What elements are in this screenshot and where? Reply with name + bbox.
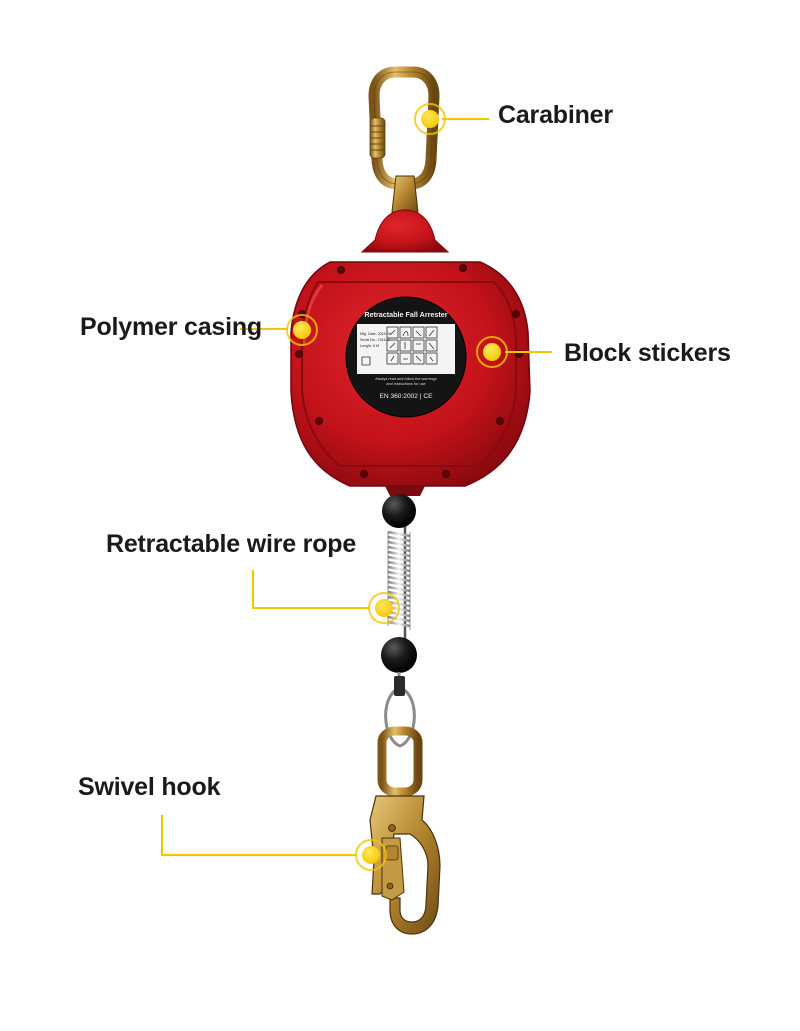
marker-dot (483, 343, 501, 361)
marker-dot (362, 846, 380, 864)
sticker-standard: EN 360:2002 | CE (379, 393, 433, 400)
marker-dot (375, 599, 393, 617)
sticker-note-1: Always read and follow the warnings (375, 377, 437, 381)
block-sticker: Retractable Fall Arrester Mfg. Date: 201… (345, 296, 467, 418)
marker-ring (286, 314, 318, 346)
stopper-ball-lower (381, 637, 417, 673)
label-carabiner: Carabiner (498, 101, 613, 129)
callout-polymer-casing (240, 314, 318, 346)
sticker-title: Retractable Fall Arrester (364, 310, 447, 319)
retractable-wire-rope (381, 494, 417, 748)
callout-block-stickers (476, 336, 552, 368)
marker-dot (421, 110, 439, 128)
marker-dot (293, 321, 311, 339)
sticker-note-2: and instructions for use (386, 382, 425, 386)
marker-ring (414, 103, 446, 135)
sticker-info-1: Mfg. Date: 2019.03 (360, 332, 391, 336)
label-swivel-hook: Swivel hook (78, 773, 221, 801)
stopper-ball-upper (382, 494, 416, 528)
callout-carabiner (414, 103, 489, 135)
label-polymer-casing: Polymer casing (80, 313, 263, 341)
callout-swivel-hook (161, 815, 387, 871)
label-retractable-wire-rope: Retractable wire rope (106, 530, 357, 558)
marker-ring (476, 336, 508, 368)
marker-ring (368, 592, 400, 624)
sticker-info-2: Serial No.: 191108 (360, 338, 390, 342)
label-block-stickers: Block stickers (564, 339, 731, 367)
swivel-hook (369, 726, 441, 935)
callout-retractable-wire-rope (252, 570, 400, 624)
marker-ring (355, 839, 387, 871)
sticker-info-3: Length: 6 M (360, 344, 379, 348)
pictogram-grid (361, 326, 438, 366)
